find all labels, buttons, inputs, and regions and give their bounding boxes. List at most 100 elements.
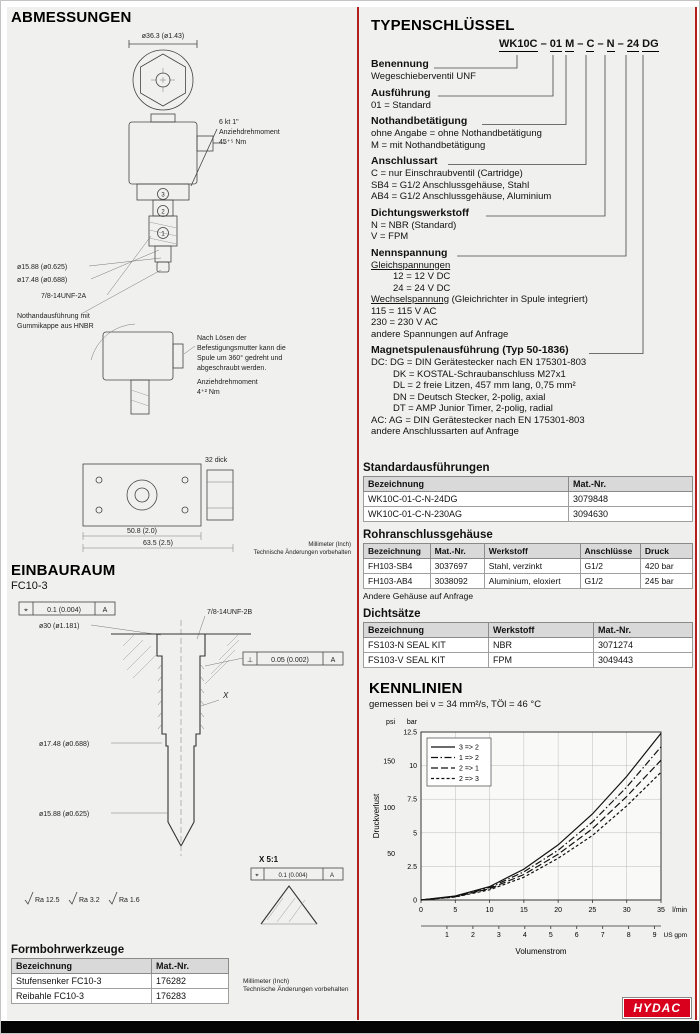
type-code-separator: –	[574, 38, 587, 50]
typ-section-heading: Benennung	[371, 58, 429, 70]
table-cell: 3079848	[568, 491, 693, 507]
marker-3: 3	[161, 193, 165, 199]
detail-x-view: ⌖ 0.1 (0.004) A	[250, 867, 344, 925]
table-cell: Reibahle FC10-3	[11, 988, 152, 1004]
type-code-token: WK10C	[499, 38, 538, 52]
chart-y-unit-bar: bar	[407, 719, 418, 726]
dimension-drawing-valve: ø36.3 (ø1.43)	[17, 33, 351, 556]
housings-note: Andere Gehäuse auf Anfrage	[363, 591, 474, 601]
type-code-token: M	[565, 38, 575, 52]
cavity-thread-label: 7/8-14UNF-2B	[207, 609, 252, 616]
table-cell: FH103-SB4	[363, 558, 431, 574]
right-column: TYPENSCHLÜSSEL WK10C – 01 M – C – N – 24…	[363, 9, 694, 990]
chart-y-tick-bar: 0	[413, 898, 417, 905]
column-header: Bezeichnung	[363, 622, 489, 638]
column-header: Mat.-Nr.	[593, 622, 693, 638]
typ-line: N = NBR (Standard)	[371, 219, 457, 231]
column-divider-right	[695, 7, 697, 1020]
column-header: Bezeichnung	[11, 958, 152, 974]
cavity-dia-1588: ø15.88 (ø0.625)	[39, 811, 89, 818]
chart-gpm-tick: 4	[523, 932, 527, 939]
units-note: Millimeter (Inch)	[308, 542, 351, 548]
chart-x-tick: 15	[520, 907, 528, 914]
typ-section-heading: Dichtungswerkstoff	[371, 206, 470, 219]
torque-label-b: 45⁺⁵ Nm	[219, 139, 246, 146]
hydac-logo: HYDAC	[622, 997, 692, 1019]
coil-note-3: Spule um 360° gedreht und	[197, 354, 282, 362]
chart-gpm-tick: 2	[471, 932, 475, 939]
typ-line: Wegeschieberventil UNF	[371, 71, 476, 82]
chart-legend-label: 3 => 2	[459, 745, 479, 752]
section-title-abmessungen: ABMESSUNGEN	[11, 9, 132, 26]
dim-508-label: 50.8 (2.0)	[127, 528, 157, 535]
cavity-dia-top-label: ø30 (ø1.181)	[39, 623, 79, 630]
dim-635-label: 63.5 (2.5)	[143, 540, 173, 547]
table-cell: 176282	[151, 973, 229, 989]
housings-title: Rohranschlussgehäuse	[363, 529, 493, 541]
changes-note: Technische Änderungen vorbehalten	[254, 549, 351, 556]
table-cell: FS103-N SEAL KIT	[363, 637, 489, 653]
perpendicularity-tolerance-frame: ⊥ 0.05 (0.002) A	[204, 651, 344, 667]
typ-section-heading: Magnetspulenausführung (Typ 50-1836)	[371, 344, 569, 356]
typ-line: C = nur Einschraubventil (Cartridge)	[371, 168, 523, 179]
svg-text:Ra 3.2: Ra 3.2	[79, 897, 100, 904]
footer-bar	[1, 1021, 699, 1033]
thread-label: 7/8-14UNF-2A	[41, 293, 86, 300]
cavity-code: FC10-3	[11, 580, 48, 592]
chart-x-tick: 10	[486, 907, 494, 914]
table-cell: WK10C-01-C-N-230AG	[363, 506, 569, 522]
coil-note-5: Anziehdrehmoment	[197, 379, 258, 386]
cavity-dia-1748: ø17.48 (ø0.688)	[39, 741, 89, 748]
hex-label: 6 kt 1"	[219, 119, 239, 126]
typ-line: AB4 = G1/2 Anschlussgehäuse, Aluminium	[371, 191, 552, 202]
changes-note: Technische Änderungen vorbehalten	[243, 986, 349, 993]
nothand-note-a: Nothandausführung mit	[17, 313, 90, 320]
svg-text:⌖: ⌖	[255, 873, 259, 879]
chart-gpm-tick: 9	[653, 932, 657, 939]
chart-x-tick: 20	[554, 907, 562, 914]
typ-line: 01 = Standard	[371, 99, 431, 111]
column-header: Bezeichnung	[363, 476, 569, 492]
position-markers: 3 2 1	[157, 188, 169, 239]
chart-x-tick: 0	[419, 907, 423, 914]
chart-y-unit-psi: psi	[386, 719, 395, 726]
type-code-token: C	[586, 38, 595, 52]
chart-legend-label: 2 => 3	[459, 776, 479, 783]
table-cell: Stahl, verzinkt	[483, 558, 581, 574]
marker-1: 1	[161, 232, 165, 238]
performance-curves-section: KENNLINIEN gemessen bei ν = 34 mm²/s, TÖ…	[363, 672, 693, 990]
typ-line: 115 = 115 V AC	[371, 305, 437, 317]
chart-legend-label: 2 => 1	[459, 766, 479, 773]
chart-y-tick-psi: 50	[387, 851, 395, 858]
typ-line: SB4 = G1/2 Anschlussgehäuse, Stahl	[371, 179, 530, 191]
typ-line: M = mit Nothandbetätigung	[371, 139, 486, 151]
column-header: Werkstoff	[488, 622, 594, 638]
units-note-block: Millimeter (Inch) Technische Änderungen …	[243, 978, 349, 994]
typ-line: Gleichspannungen	[371, 259, 451, 271]
table-cell: G1/2	[579, 573, 641, 589]
measurement-conditions: gemessen bei ν = 34 mm²/s, TÖl = 46 °C	[369, 699, 542, 710]
typ-line: V = FPM	[371, 231, 409, 242]
typ-section: Magnetspulenausführung (Typ 50-1836)DC: …	[371, 344, 685, 438]
typ-section-heading: Nothandbetätigung	[371, 115, 468, 127]
chart-frame	[420, 731, 662, 901]
chart-y-tick-psi: 100	[383, 805, 395, 812]
typ-section-heading: Nennspannung	[371, 246, 448, 259]
valve-top-view	[128, 40, 198, 111]
chart-y-tick-bar: 12.5	[403, 730, 417, 737]
coil-side-view	[90, 323, 196, 415]
column-header: Bezeichnung	[363, 543, 431, 559]
chart-y-tick-bar: 10	[409, 763, 417, 770]
cavity-profile	[111, 620, 251, 856]
typ-line: AC: AG = DIN Gerätestecker nach EN 17530…	[371, 414, 585, 426]
table-cell: 3094630	[568, 506, 693, 522]
geo-symbol: ⊥	[247, 657, 253, 664]
